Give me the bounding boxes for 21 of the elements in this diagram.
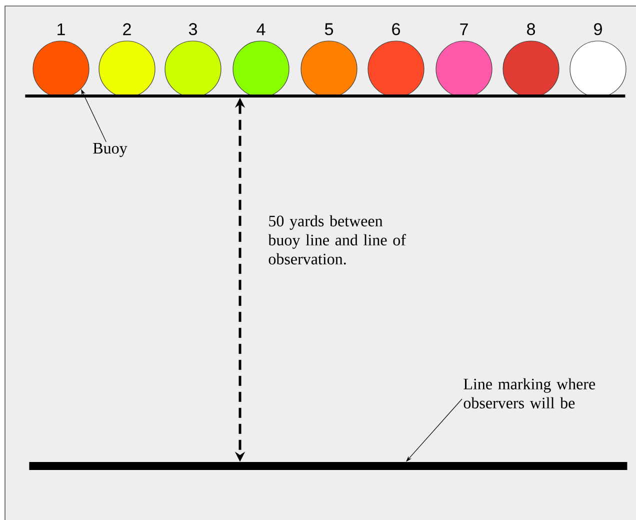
buoy-number: 4 <box>256 23 266 36</box>
buoy <box>300 23 358 98</box>
dimension-label: 50 yards between buoy line and line of observation. <box>268 215 406 265</box>
buoy-number: 7 <box>460 23 468 36</box>
buoy-number: 8 <box>527 23 535 36</box>
buoy <box>98 23 156 98</box>
buoy-number: 9 <box>594 23 602 36</box>
buoy <box>232 23 290 98</box>
buoy <box>502 23 560 98</box>
buoy <box>164 23 222 98</box>
buoy-number: 1 <box>58 23 65 36</box>
buoy <box>368 23 424 98</box>
buoy <box>32 23 90 98</box>
buoy-number: 6 <box>392 23 400 36</box>
buoy-number: 5 <box>324 23 334 36</box>
callout-text: Line marking where observers will be <box>464 378 596 408</box>
buoy <box>570 23 626 98</box>
callout-text: Buoy <box>93 143 128 157</box>
buoy-number: 2 <box>123 23 131 36</box>
buoy <box>436 23 492 98</box>
buoy-number: 3 <box>188 23 197 36</box>
